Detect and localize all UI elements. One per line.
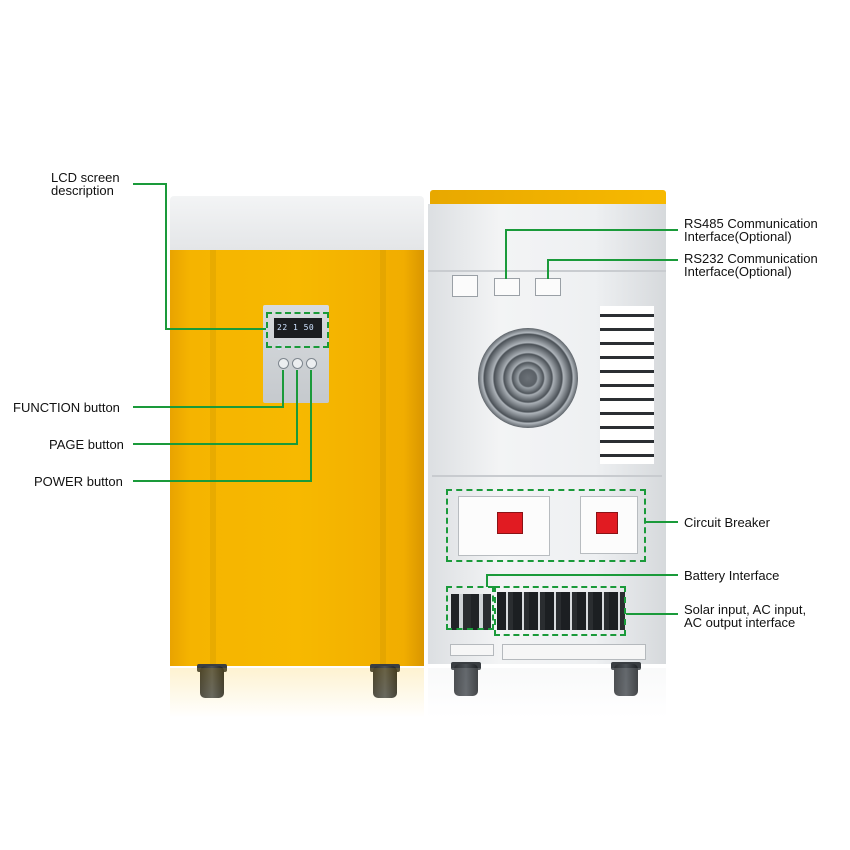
page-leader-h — [133, 443, 297, 445]
battery-breaker-switch[interactable] — [497, 512, 523, 534]
front-unit-top — [170, 196, 424, 250]
rear-unit-top — [430, 190, 666, 206]
lcd-highlight-box — [266, 312, 329, 348]
ac-breaker-switch[interactable] — [596, 512, 618, 534]
rs485-leader-h — [506, 229, 678, 231]
front-casing-crease-left — [210, 250, 216, 666]
rs485-leader-v — [505, 229, 507, 279]
usb-port[interactable] — [452, 275, 478, 297]
ac-breaker-panel — [580, 496, 638, 554]
rear-wheel-left — [454, 664, 478, 696]
lcd-leader-h1 — [133, 183, 166, 185]
rear-reflection — [428, 668, 666, 718]
front-wheel-left — [200, 666, 224, 698]
page-button-label: PAGE button — [49, 437, 124, 452]
ventilation-grille — [600, 306, 654, 464]
front-reflection — [170, 668, 424, 718]
rs232-port[interactable] — [535, 278, 561, 296]
page-button[interactable] — [292, 358, 303, 369]
battery-interface-label: Battery Interface — [684, 568, 780, 583]
power-leader-v — [310, 370, 312, 482]
rs232-leader-v — [547, 259, 549, 279]
function-button-label: FUNCTION button — [13, 400, 120, 415]
battery-interface-highlight-box — [446, 586, 494, 630]
function-leader-v — [282, 370, 284, 408]
io-terminal-block[interactable] — [497, 592, 625, 630]
rs232-label: RS232 Communication Interface(Optional) — [684, 251, 818, 279]
rear-panel-seam — [432, 475, 662, 477]
rs232-leader-h — [548, 259, 678, 261]
battery-nameplate — [450, 644, 494, 656]
function-leader-h — [133, 406, 283, 408]
io-interface-leader — [626, 613, 678, 615]
battery-interface-leader-h — [487, 574, 678, 576]
rs485-label: RS485 Communication Interface(Optional) — [684, 216, 818, 244]
rear-wheel-right — [614, 664, 638, 696]
front-casing-crease-right — [380, 250, 386, 666]
lcd-leader-v — [165, 183, 167, 330]
page-leader-v — [296, 370, 298, 445]
io-nameplate — [502, 644, 646, 660]
circuit-breaker-label: Circuit Breaker — [684, 515, 770, 530]
lcd-label: LCD screen description — [51, 170, 120, 198]
battery-interface-leader-v — [486, 574, 488, 587]
cooling-fan — [478, 328, 578, 428]
rs485-port[interactable] — [494, 278, 520, 296]
lcd-leader-h2 — [165, 328, 266, 330]
circuit-breaker-leader — [646, 521, 678, 523]
power-button[interactable] — [306, 358, 317, 369]
power-leader-h — [133, 480, 312, 482]
circuit-breaker-highlight-box — [446, 489, 646, 562]
io-interface-highlight-box — [494, 586, 626, 636]
io-interface-label: Solar input, AC input, AC output interfa… — [684, 602, 807, 630]
power-button-label: POWER button — [34, 474, 123, 489]
front-wheel-right — [373, 666, 397, 698]
battery-terminal-block[interactable] — [451, 594, 491, 630]
function-button[interactable] — [278, 358, 289, 369]
